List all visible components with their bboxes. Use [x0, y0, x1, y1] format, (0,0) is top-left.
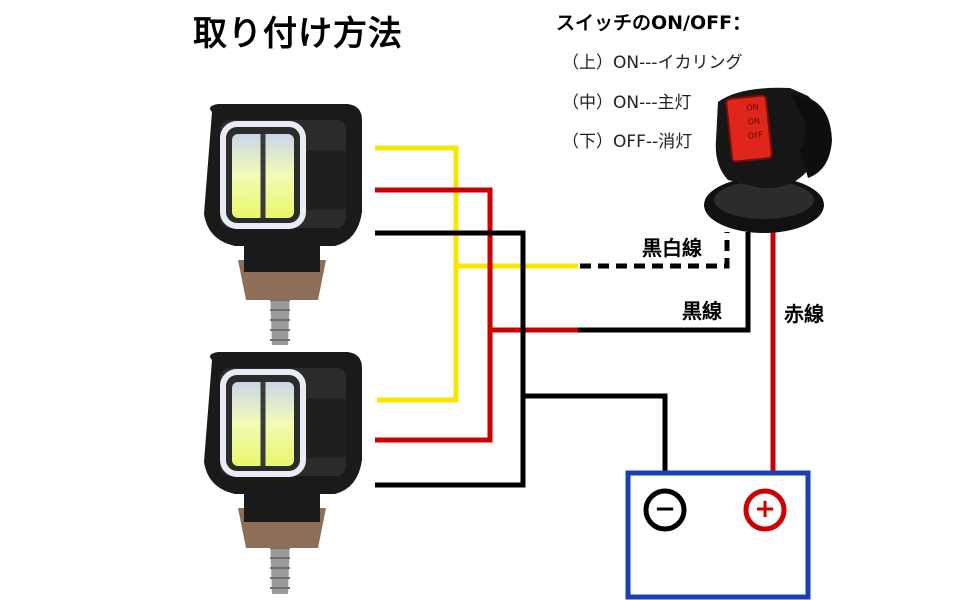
legend-position: （上） — [562, 53, 613, 73]
wire-label-black: 黒線 — [680, 299, 724, 323]
legend-item-lower: （下）OFF--消灯 — [562, 127, 692, 152]
battery-positive-terminal — [743, 488, 787, 532]
switch-rocker — [725, 94, 773, 163]
switch-rocker-labels: ON ON OFF — [735, 99, 773, 144]
wire-label-black-white: 黒白線 — [640, 236, 704, 260]
wire-label-red: 赤線 — [782, 302, 826, 326]
legend-text: ON---主灯 — [613, 93, 692, 113]
legend-position: （下） — [562, 132, 613, 152]
battery-negative-symbol: − — [654, 494, 676, 524]
lamp-bolt — [270, 290, 290, 345]
legend-item-upper: （上）ON---イカリング — [562, 48, 743, 73]
legend-text: OFF--消灯 — [613, 132, 693, 152]
switch-legend-heading: スイッチのON/OFF： — [556, 12, 752, 34]
battery — [625, 470, 811, 600]
legend-item-middle: （中）ON---主灯 — [562, 88, 692, 113]
fog-lamp-bottom — [204, 352, 362, 594]
fog-lamp-top — [204, 104, 362, 345]
rocker-switch — [704, 87, 832, 233]
black-wire-to-switch — [578, 232, 751, 333]
switch-clamp — [792, 95, 832, 178]
red-wire-lamps — [375, 187, 493, 443]
yellow-wire-lamp1 — [375, 145, 459, 403]
lamp-halo-ring — [220, 369, 306, 477]
page-title: 取り付け方法 — [193, 14, 403, 54]
lamp-halo-ring — [220, 121, 306, 229]
wires — [375, 145, 776, 488]
battery-positive-symbol: + — [754, 494, 776, 524]
lamp-bolt — [270, 538, 290, 594]
black-wire-to-battery — [523, 393, 668, 473]
black-wire-lamps — [375, 230, 526, 488]
battery-negative-terminal — [643, 488, 687, 532]
legend-position: （中） — [562, 93, 613, 113]
legend-text: ON---イカリング — [613, 53, 743, 73]
black-white-wire — [580, 232, 730, 269]
